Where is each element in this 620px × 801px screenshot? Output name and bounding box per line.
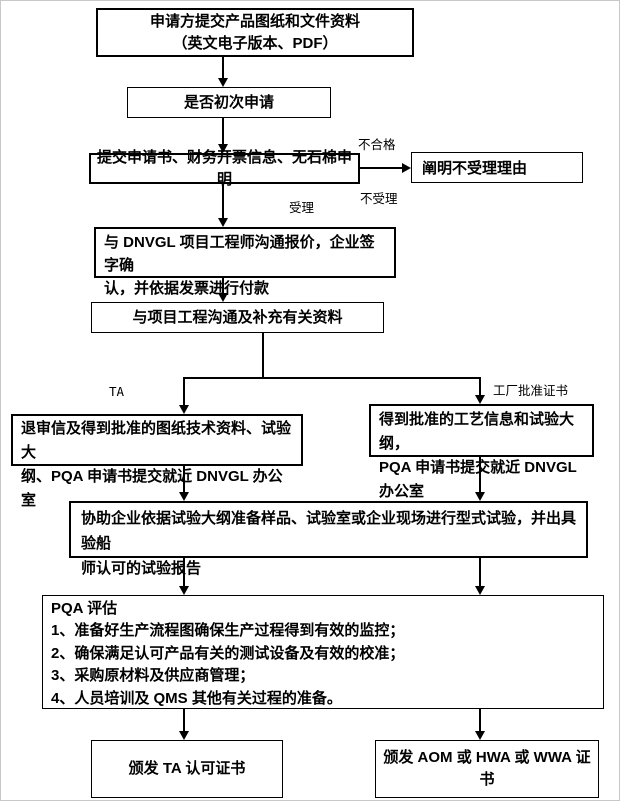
arrow-typetest-to-pqa-right <box>479 558 481 586</box>
arrow-pqa-to-ta-cert <box>183 709 185 731</box>
label-accepted: 受理 <box>289 201 315 215</box>
node-text: 认，并依据发票进行付款 <box>104 280 270 297</box>
arrow-pqa-to-aom-cert <box>479 709 481 731</box>
arrowhead-icon <box>179 586 189 595</box>
arrowhead-icon <box>402 163 411 173</box>
node-text: 是否初次申请 <box>183 93 274 111</box>
node-text: 纲、PQA 申请书提交就近 DNVGL 办公室 <box>21 468 283 509</box>
arrowhead-icon <box>179 405 189 414</box>
arrowhead-icon <box>218 78 228 87</box>
arrow-application-to-quote <box>222 184 224 218</box>
node-supplement-materials: 与项目工程沟通及补充有关资料 <box>91 302 384 333</box>
arrow-application-to-reject <box>360 167 402 169</box>
node-ta-approval-docs: 退审信及得到批准的图纸技术资料、试验大 纲、PQA 申请书提交就近 DNVGL … <box>11 414 303 509</box>
arrow-firstapply-to-application <box>222 118 224 144</box>
arrow-factory-branch-to-typetest <box>479 457 481 492</box>
node-text: 1、准备好生产流程图确保生产过程得到有效的监控； <box>51 622 405 640</box>
node-text: 师认可的试验报告 <box>81 560 202 577</box>
arrowhead-icon <box>179 731 189 740</box>
node-text: 得到批准的工艺信息和试验大纲， <box>379 411 575 452</box>
node-text: 阐明不受理理由 <box>422 160 528 177</box>
node-rejection-reason: 阐明不受理理由 <box>411 152 583 183</box>
node-text: 颁发 AOM 或 HWA 或 WWA 证书 <box>383 749 591 788</box>
node-text: 与项目工程沟通及补充有关资料 <box>132 308 343 326</box>
arrow-ta-branch-to-typetest <box>183 466 185 492</box>
label-unqualified: 不合格 <box>358 138 396 152</box>
arrowhead-icon <box>475 492 485 501</box>
node-type-test: 协助企业依据试验大纲准备样品、试验室或企业现场进行型式试验，并出具验船 师认可的… <box>69 501 588 577</box>
node-aom-certificate: 颁发 AOM 或 HWA 或 WWA 证书 <box>375 740 599 798</box>
label-not-accepted: 不受理 <box>360 192 398 206</box>
label-factory-cert: 工厂批准证书 <box>493 384 569 398</box>
node-text: 退审信及得到批准的图纸技术资料、试验大 <box>21 420 292 461</box>
connector-split-stem <box>262 333 264 379</box>
arrowhead-icon <box>218 218 228 227</box>
node-ta-certificate: 颁发 TA 认可证书 <box>91 740 283 798</box>
node-text: （英文电子版本、PDF） <box>172 34 338 52</box>
node-application-materials: 提交申请书、财务开票信息、无石棉申明 <box>89 149 360 188</box>
node-text: 颁发 TA 认可证书 <box>128 760 246 777</box>
node-text: 申请方提交产品图纸和文件资料 <box>149 12 360 30</box>
label-ta: TA <box>109 384 125 399</box>
node-text: 协助企业依据试验大纲准备样品、试验室或企业现场进行型式试验，并出具验船 <box>81 510 577 552</box>
node-text: 4、人员培训及 QMS 其他有关过程的准备。 <box>51 689 342 707</box>
arrow-typetest-to-pqa-left <box>183 558 185 586</box>
arrow-split-to-factory-branch <box>479 377 481 395</box>
arrowhead-icon <box>475 586 485 595</box>
node-text: PQA 申请书提交就近 DNVGL 办公室 <box>379 459 577 500</box>
node-text: 提交申请书、财务开票信息、无石棉申明 <box>96 148 352 188</box>
node-text: 3、采购原材料及供应商管理； <box>51 667 255 685</box>
arrowhead-icon <box>475 395 485 404</box>
node-submit-docs: 申请方提交产品图纸和文件资料 （英文电子版本、PDF） <box>96 8 414 57</box>
node-text: 2、确保满足认可产品有关的测试设备及有效的校准； <box>51 644 405 662</box>
node-quote-payment: 与 DNVGL 项目工程师沟通报价，企业签字确 认，并依据发票进行付款 <box>94 227 396 297</box>
arrowhead-icon <box>179 492 189 501</box>
node-first-application: 是否初次申请 <box>127 87 331 118</box>
arrow-split-to-ta-branch <box>183 377 185 405</box>
node-pqa-assessment: PQA 评估 1、准备好生产流程图确保生产过程得到有效的监控； 2、确保满足认可… <box>42 595 604 709</box>
arrowhead-icon <box>475 731 485 740</box>
node-factory-process-info: 得到批准的工艺信息和试验大纲， PQA 申请书提交就近 DNVGL 办公室 <box>369 404 594 500</box>
arrow-quote-to-supplement <box>222 278 224 293</box>
node-text: PQA 评估 <box>51 600 118 617</box>
arrow-submit-to-firstapply <box>222 57 224 78</box>
arrowhead-icon <box>218 293 228 302</box>
node-text: 与 DNVGL 项目工程师沟通报价，企业签字确 <box>104 234 375 274</box>
connector-split-bar <box>183 377 481 379</box>
arrowhead-icon <box>218 144 228 153</box>
